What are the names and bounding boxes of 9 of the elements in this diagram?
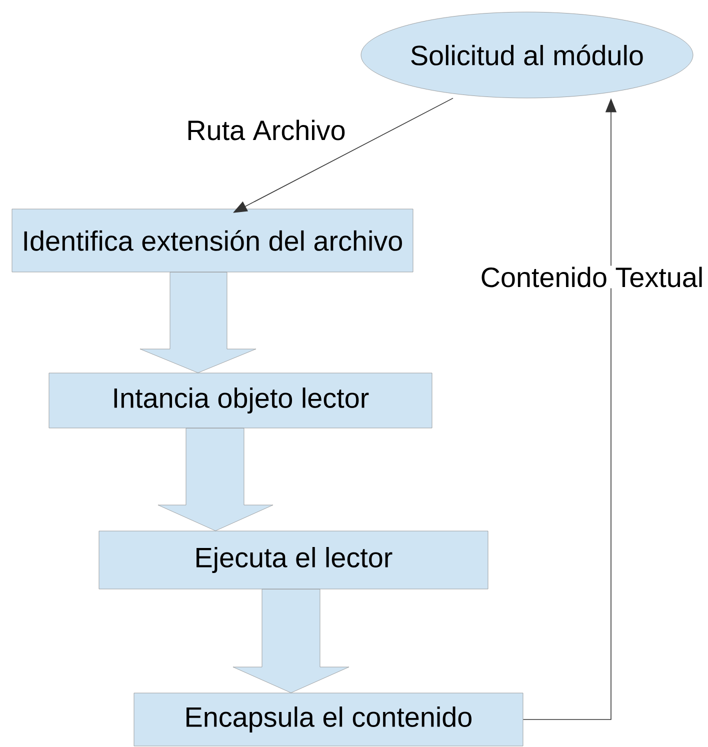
process-box: Intancia objeto lector <box>48 372 432 428</box>
block-arrow <box>232 589 350 693</box>
process-box: Identifica extensión del archivo <box>12 208 414 272</box>
block-arrow <box>140 272 256 373</box>
edge-label: Ruta Archivo <box>185 118 347 142</box>
block-arrow <box>158 428 274 531</box>
edge-label: Contenido Textual <box>479 266 705 288</box>
process-box: Ejecuta el lector <box>98 530 488 590</box>
process-box: Encapsula el contenido <box>134 692 524 746</box>
